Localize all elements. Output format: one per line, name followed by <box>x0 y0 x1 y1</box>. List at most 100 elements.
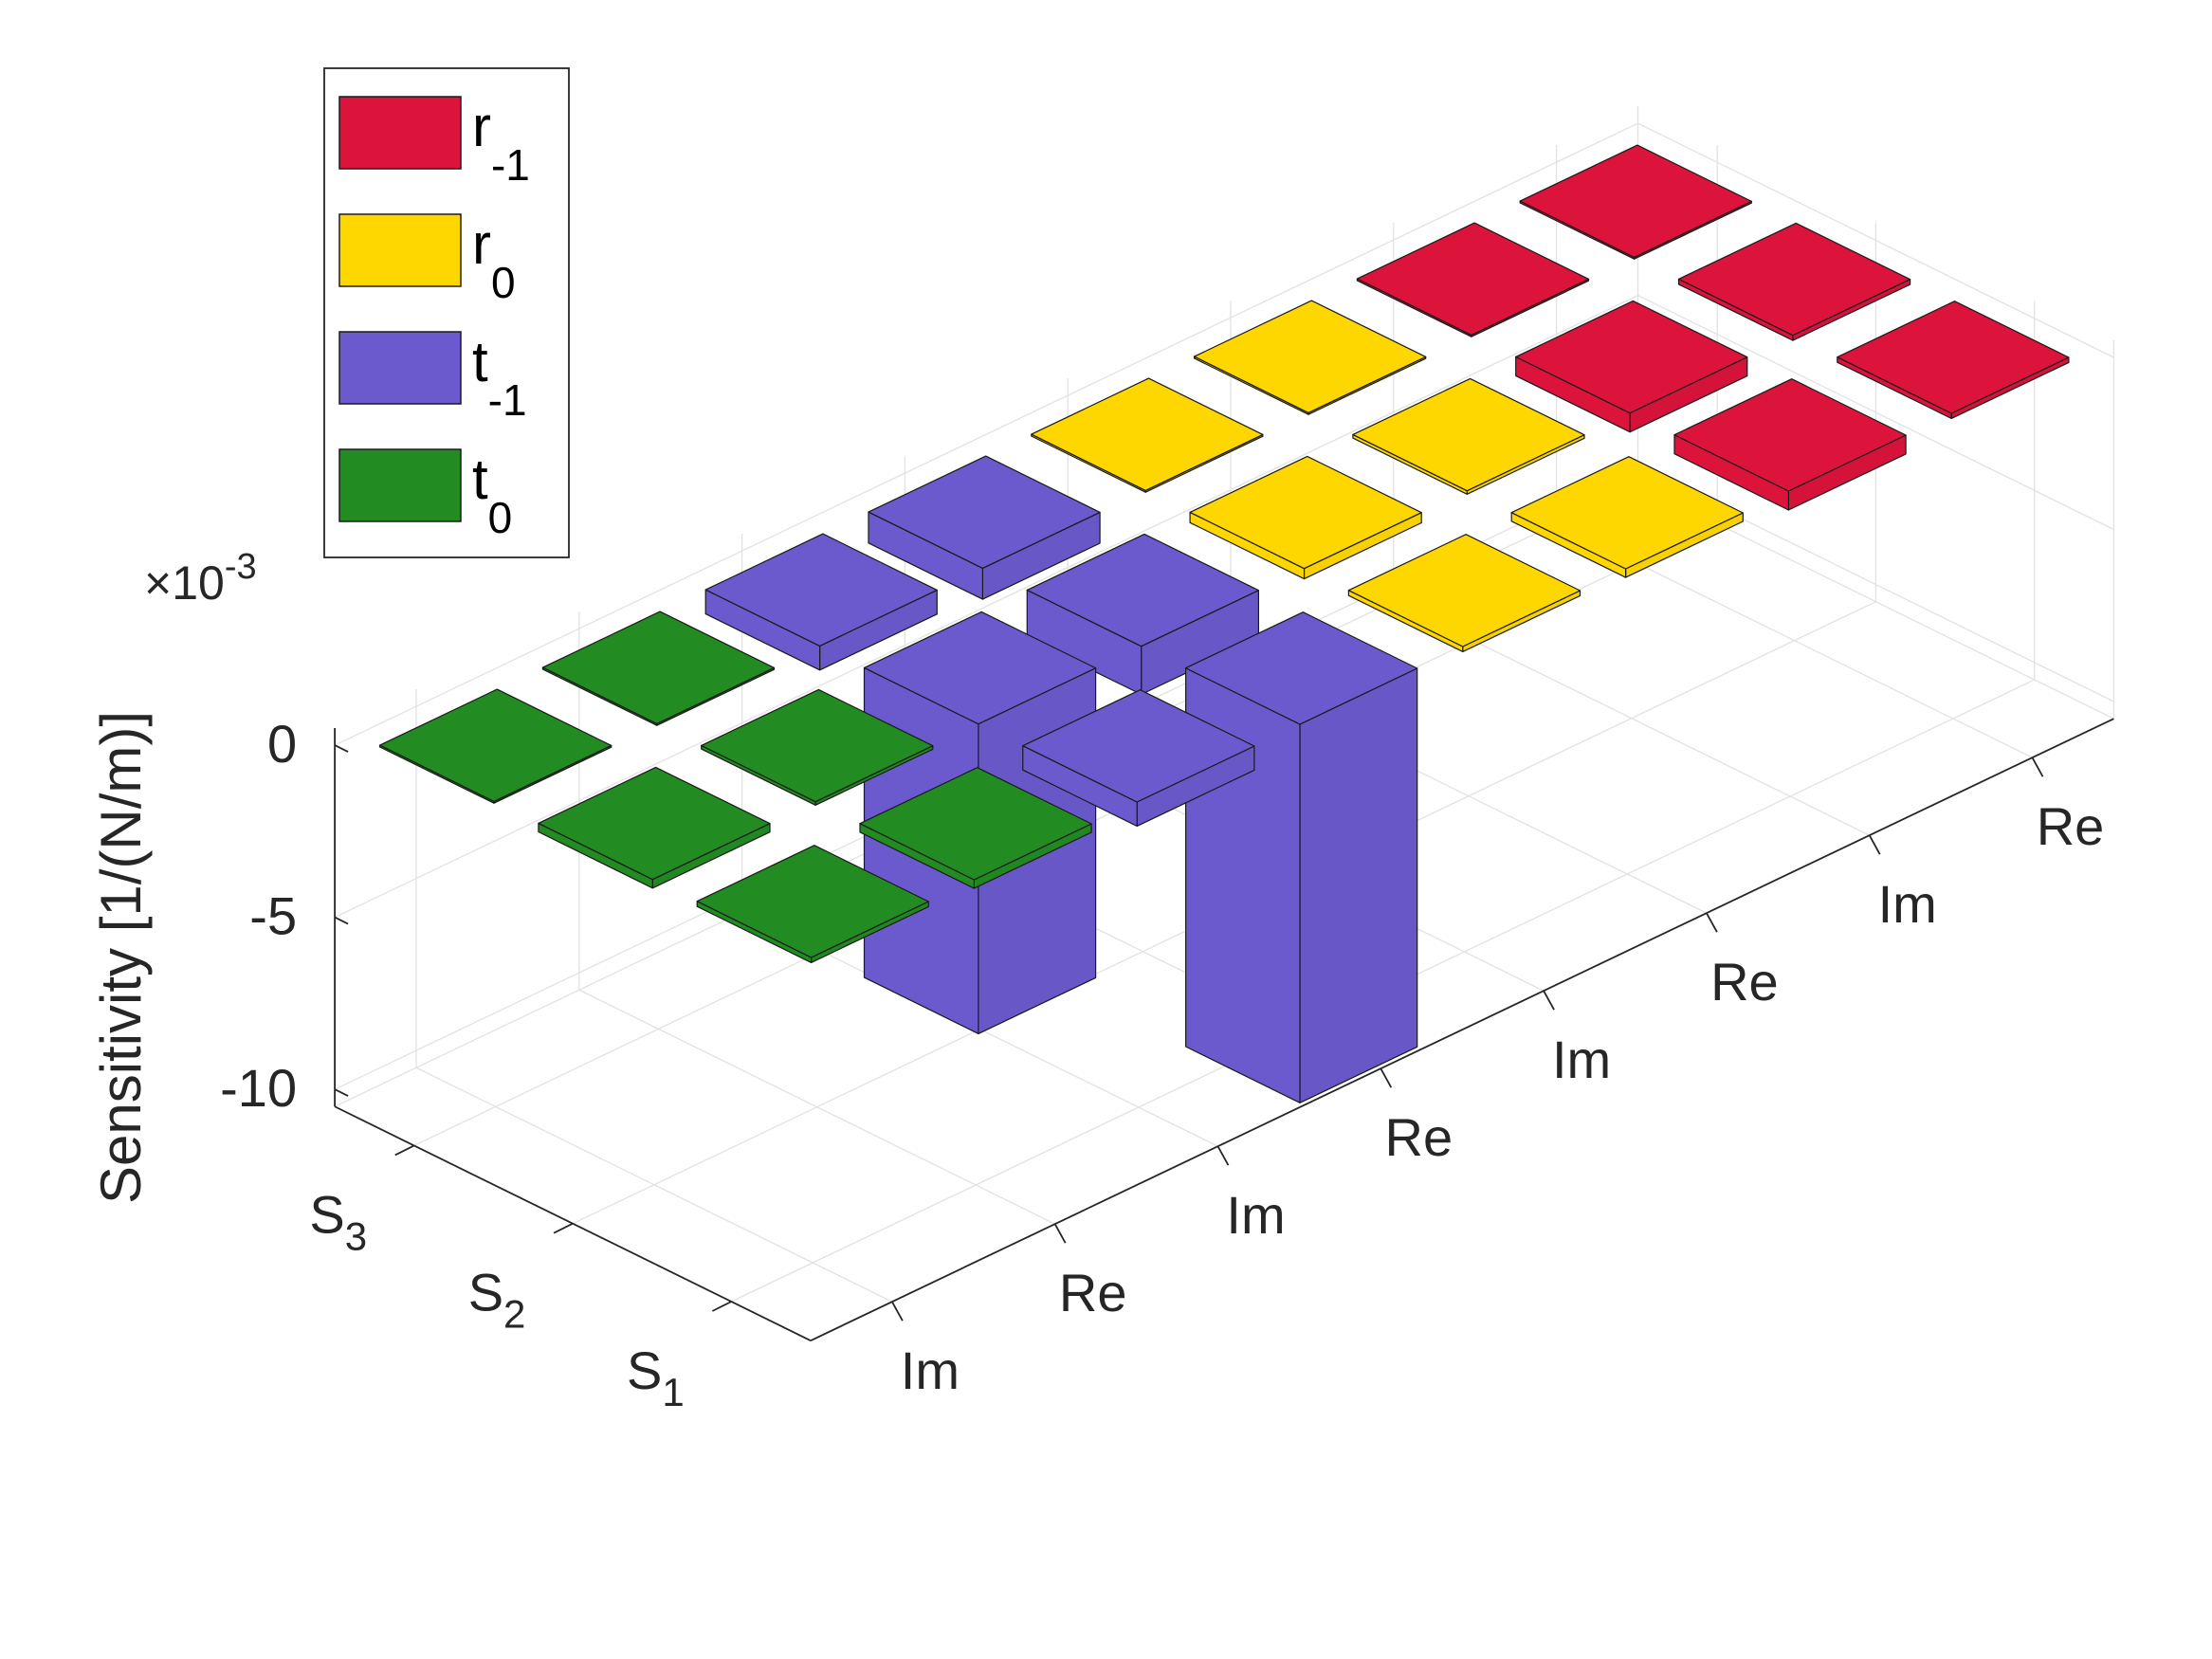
legend-swatch <box>338 331 462 405</box>
bar-t-1-x4-s1 <box>1184 611 1418 1103</box>
legend-swatch <box>338 448 462 522</box>
bar-face-top <box>1677 222 1911 337</box>
y-tick <box>553 1222 574 1234</box>
z-tick <box>334 744 349 753</box>
bar-face-top <box>1352 377 1585 492</box>
x-tick <box>2031 757 2044 777</box>
legend-entry-label: r-1 <box>472 95 530 190</box>
y-tick-label: S3 <box>309 1184 367 1258</box>
x-tick <box>1216 1145 1230 1166</box>
bar-r-1-x7-s1 <box>1673 378 1907 511</box>
y-tick-label-sub: 1 <box>662 1370 684 1414</box>
legend-entry-base: r <box>472 95 491 158</box>
x-tick <box>891 1301 904 1322</box>
x-tick-label: Im <box>1226 1185 1285 1245</box>
bar-face-top <box>1026 533 1260 647</box>
bar-face-top <box>1356 222 1590 336</box>
gridline-sidewall-z <box>334 122 1638 746</box>
bar-face-top <box>696 845 929 958</box>
z-tick-label: 0 <box>267 714 297 774</box>
bar-face-top <box>1510 456 1744 570</box>
x-tick <box>1380 1067 1393 1088</box>
bar-face-top <box>1837 301 2070 414</box>
z-tick <box>334 916 349 925</box>
legend-entry-label: t0 <box>472 447 512 542</box>
bar-t-1-x4-s2 <box>1026 533 1260 696</box>
z-tick-label: -5 <box>249 886 297 946</box>
y-tick-label-base: S <box>627 1340 662 1400</box>
bar-t-1-x3-s3 <box>704 533 938 671</box>
label-layer: ImReImReImReImReS1S2S30-5-10×10-3Sensiti… <box>89 547 2104 1414</box>
bar-r0-x6-s3 <box>1193 300 1427 415</box>
bar-face-top <box>868 455 1101 570</box>
z-axis-title: Sensitivity [1/(N/m)] <box>89 711 153 1204</box>
legend-swatch <box>338 213 462 287</box>
bar-face-top <box>859 767 1092 881</box>
x-tick-label: Im <box>901 1340 960 1400</box>
z-tick-label: -10 <box>220 1058 297 1118</box>
bar-face-top <box>1347 534 1581 647</box>
bar-face-top <box>863 611 1097 725</box>
x-tick-label: Re <box>1059 1263 1127 1322</box>
bar-layer <box>379 144 2070 1103</box>
bar-r-1-x7-s3 <box>1356 222 1590 337</box>
bar-face-top <box>1189 455 1422 570</box>
x-tick-label: Re <box>1710 952 1779 1012</box>
bar-face-top <box>379 688 612 803</box>
x-tick-label: Im <box>1552 1030 1611 1089</box>
bar-t0-x2-s2 <box>701 688 934 806</box>
bar-r0-x5-s2 <box>1189 455 1422 580</box>
bar-face-top <box>701 688 934 803</box>
legend-entry-sub: 0 <box>488 493 513 542</box>
bar-face-top <box>1519 144 1752 258</box>
legend-entry-base: r <box>472 212 491 276</box>
x-tick <box>1053 1223 1067 1244</box>
bar-t0-x2-s1 <box>859 767 1092 889</box>
legend-entry-label: r0 <box>472 212 516 307</box>
bar-t0-x2-s3 <box>541 611 776 726</box>
x-tick-label: Re <box>2037 796 2105 856</box>
bar-face-top <box>1022 689 1255 803</box>
bar-t0-x1-s2 <box>538 766 771 889</box>
legend-entry-base: t <box>472 330 488 393</box>
legend-entry-sub: 0 <box>491 258 516 307</box>
z-exponent-base: ×10 <box>144 556 225 610</box>
y-tick <box>711 1301 732 1312</box>
x-tick <box>1543 990 1555 1011</box>
bar-face-top <box>541 611 776 725</box>
x-tick-label: Re <box>1385 1107 1453 1167</box>
y-tick-label-base: S <box>468 1263 503 1322</box>
x-tick <box>1868 834 1881 855</box>
bar-r-1-x8-s1 <box>1837 301 2070 419</box>
legend-entry-label: t-1 <box>472 330 527 425</box>
y-tick-label-sub: 2 <box>503 1292 525 1337</box>
legend-entry-sub: -1 <box>488 375 527 425</box>
bar-r-1-x8-s3 <box>1519 144 1752 260</box>
x-tick-label: Im <box>1878 874 1937 934</box>
z-exponent-power: -3 <box>225 547 257 587</box>
bar-r0-x5-s1 <box>1347 534 1581 653</box>
gridline-backwall-z <box>1637 122 2114 358</box>
bar-t0-x1-s1 <box>696 845 929 964</box>
bar-face-top <box>538 766 771 881</box>
bar-face-top <box>1193 300 1427 413</box>
legend-swatch <box>338 96 462 170</box>
x-axis-line <box>810 718 2114 1341</box>
z-exponent-label: ×10-3 <box>144 547 257 610</box>
bar-face-top <box>1031 377 1264 492</box>
bar-r0-x6-s1 <box>1510 456 1744 578</box>
bar-t-1-x4-s3 <box>868 455 1101 600</box>
bar-t-1-x3-s1 <box>1022 689 1255 828</box>
y-tick-label: S2 <box>468 1263 526 1337</box>
bar-r0-x6-s2 <box>1352 377 1585 495</box>
z-tick <box>334 1088 349 1097</box>
bar-r-1-x7-s2 <box>1515 300 1748 433</box>
y-tick <box>394 1144 415 1157</box>
gridline-backwall-z <box>1637 295 2114 531</box>
y-tick-label-base: S <box>309 1184 344 1244</box>
bar-face-top <box>1673 378 1907 492</box>
bar-face-top <box>704 533 938 647</box>
bar-r0-x5-s3 <box>1031 377 1264 493</box>
